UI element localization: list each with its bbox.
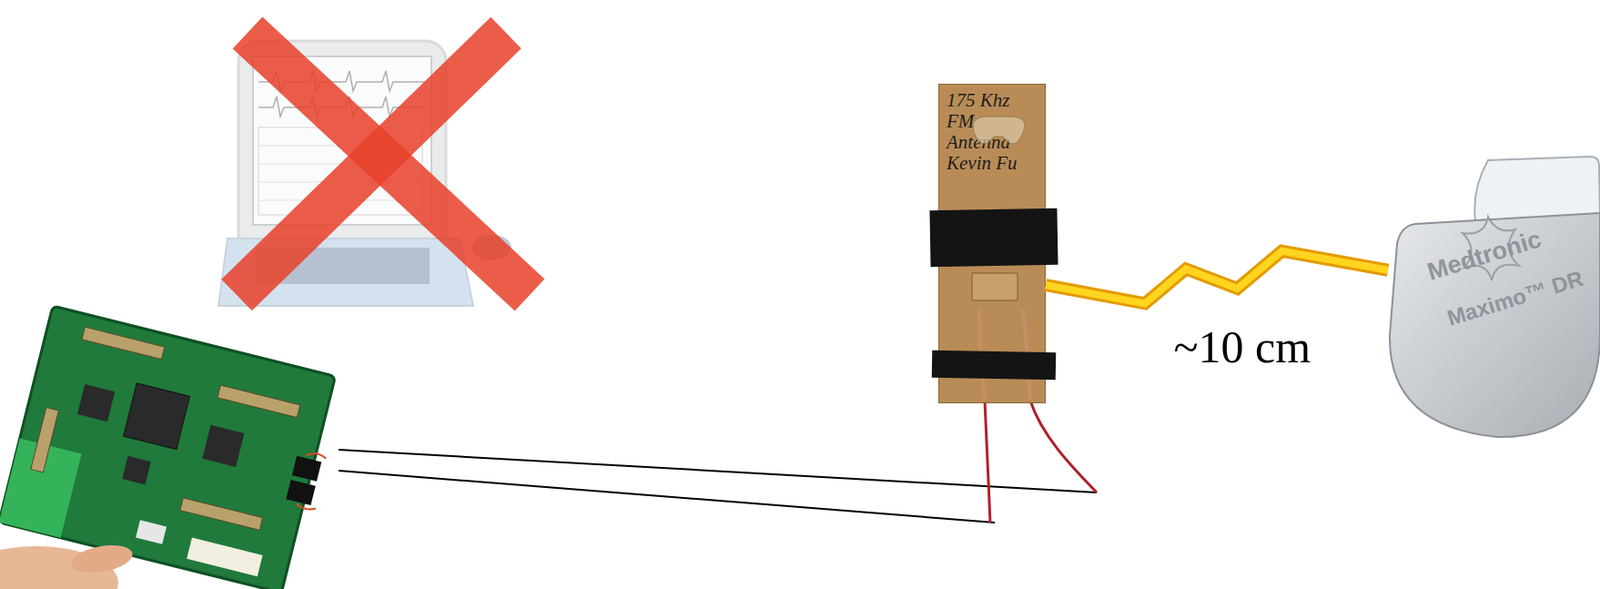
glue-blob xyxy=(972,116,1025,144)
chip xyxy=(77,384,115,422)
cross-mark xyxy=(236,32,530,295)
wire-clip xyxy=(292,455,322,482)
coil-trace xyxy=(972,273,1018,301)
chip xyxy=(121,455,152,486)
node-text: Maximo™ DR xyxy=(1444,262,1600,331)
chip xyxy=(202,425,244,467)
antenna-lead xyxy=(984,400,991,523)
wire xyxy=(338,449,1097,493)
sticker xyxy=(186,537,263,578)
signal-bolt xyxy=(1045,251,1388,304)
usb-port xyxy=(135,519,167,545)
pcb xyxy=(0,305,335,589)
bolt-fill xyxy=(1045,251,1388,304)
pacemaker: MedtronicMaximo™ DR xyxy=(1387,152,1600,439)
node-title: Medtronic xyxy=(1424,209,1598,286)
wire-end xyxy=(295,503,316,511)
pacemaker-can xyxy=(1389,212,1600,437)
distance-label: ~10 cm xyxy=(1174,320,1312,374)
node-title: 175 Khz FM Antenna Kevin Fu xyxy=(946,90,1042,174)
antenna-card: 175 Khz FM Antenna Kevin Fu xyxy=(938,83,1046,404)
antenna-lead xyxy=(1030,400,1097,493)
bolt-outline xyxy=(1045,251,1388,304)
connector xyxy=(217,384,301,417)
connector xyxy=(180,497,264,530)
thumb xyxy=(69,540,135,577)
radio-board xyxy=(0,305,348,589)
wire-clip xyxy=(285,479,315,506)
cross-stroke xyxy=(236,32,507,295)
connector xyxy=(81,326,165,359)
tape-band xyxy=(929,208,1058,267)
connector xyxy=(30,407,60,473)
wire xyxy=(338,470,995,523)
wire-end xyxy=(306,451,327,461)
logo-emboss xyxy=(1462,216,1519,281)
header-block xyxy=(1474,156,1600,221)
tape-band xyxy=(931,350,1057,380)
fpga-chip xyxy=(123,383,191,450)
pacemaker-outline xyxy=(1387,152,1600,439)
coil-trace xyxy=(979,309,1031,401)
